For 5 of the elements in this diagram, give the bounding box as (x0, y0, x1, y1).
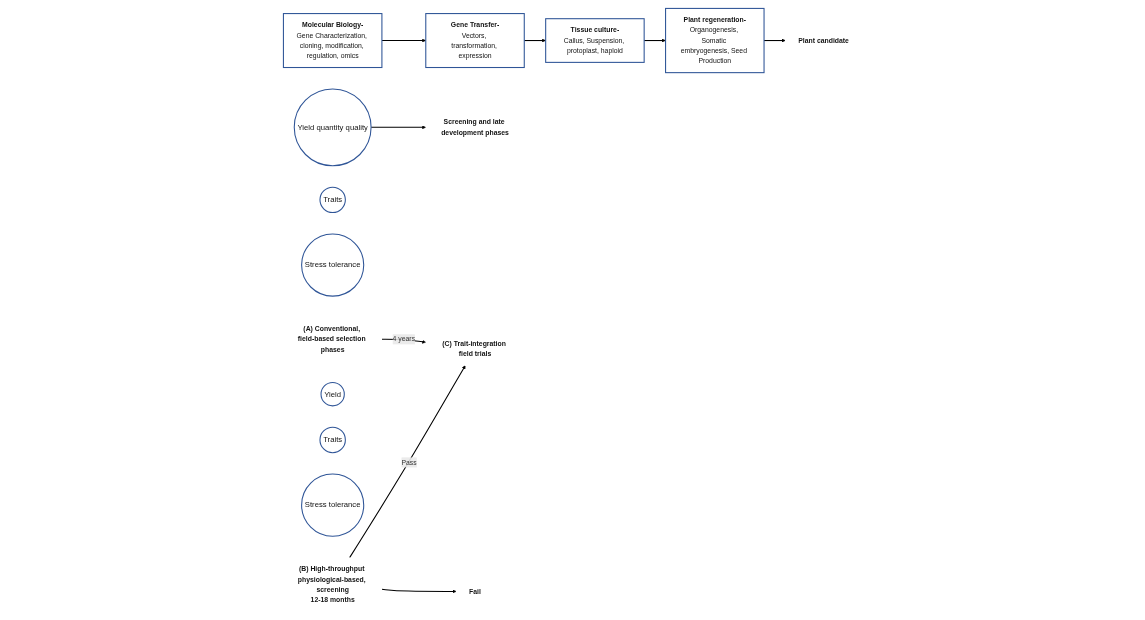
arrow (763, 38, 786, 43)
arrow (370, 125, 426, 130)
arrow (381, 588, 457, 594)
arrow (381, 38, 426, 43)
arrow (349, 365, 466, 559)
